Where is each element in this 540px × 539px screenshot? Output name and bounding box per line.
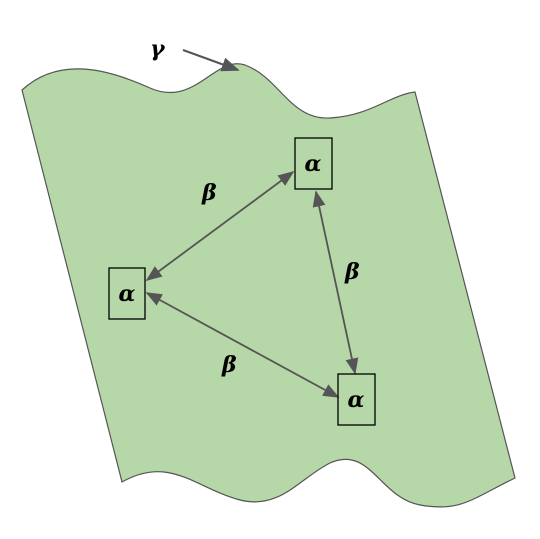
surface-gamma (21, 63, 516, 508)
node-bottom-label: α (348, 387, 365, 413)
edge-top-bottom (312, 190, 359, 375)
node-top: α (294, 137, 333, 190)
edge-label-top-bottom: β (344, 259, 360, 285)
node-bottom: α (337, 373, 376, 426)
edge-label-left-top: β (201, 180, 217, 206)
edge-left-top (145, 171, 295, 281)
edge-label-left-bottom: β (221, 352, 237, 378)
gamma-label: γ (150, 36, 166, 62)
gamma-pointer-arrow (182, 49, 240, 72)
node-top-label: α (305, 151, 322, 177)
edge-left-bottom (145, 292, 340, 398)
node-left-label: α (119, 281, 136, 307)
node-left: α (108, 267, 146, 320)
